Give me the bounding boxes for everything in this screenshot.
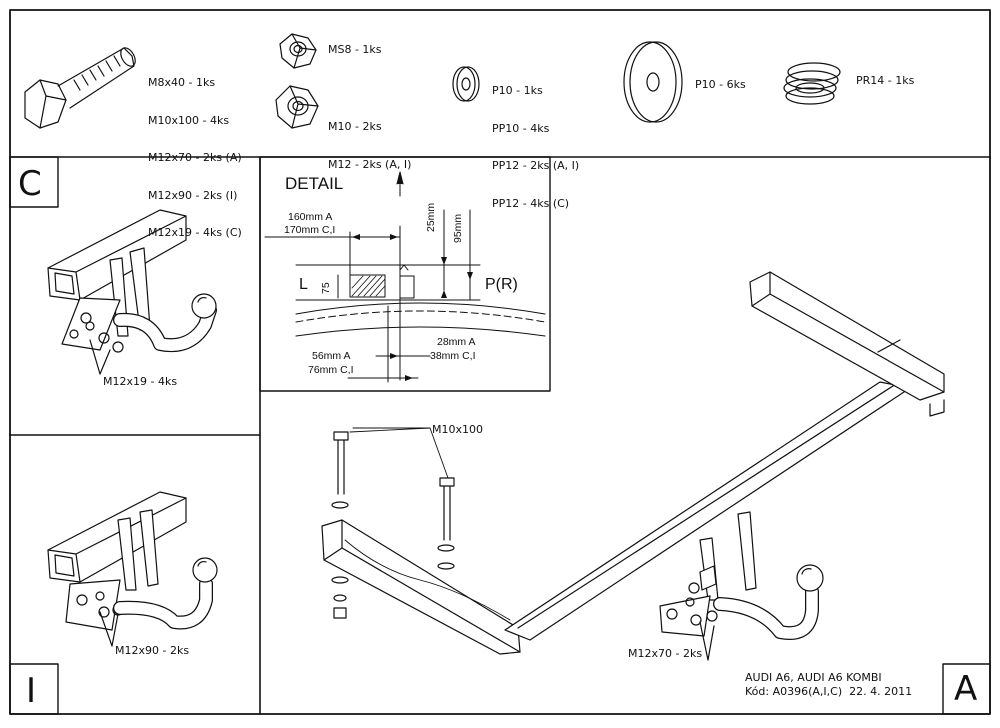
washer-spec-4: PP12 - 4ks (C): [492, 196, 570, 210]
large-washer-icon: [623, 41, 683, 123]
detail-dim-top-1: 160mm A: [288, 211, 333, 223]
detail-title: DETAIL: [285, 174, 344, 193]
washer-spec-2: PP10 - 4ks: [492, 121, 550, 135]
bolt-spec-4: M12x90 - 2ks (I): [148, 188, 238, 202]
model-label: AUDI A6, AUDI A6 KOMBI: [745, 671, 882, 684]
detail-dim-top-2: 170mm C,I: [284, 224, 336, 236]
panel-i-letter: I: [26, 671, 37, 711]
detail-dim-v2: 95mm: [452, 213, 464, 243]
washer-spec-3: PP12 - 2ks (A, I): [492, 159, 580, 172]
hitch-a-drawing: [321, 271, 945, 661]
bolt-spec-1: M8x40 - 1ks: [148, 76, 216, 89]
hitch-c-drawing: [47, 209, 217, 375]
nut-ms8-icon: [279, 33, 317, 69]
panel-c-bolt-label: M12x19 - 4ks: [103, 375, 178, 388]
washer-spec-1: P10 - 1ks: [492, 84, 543, 97]
detail-right-label: P(R): [485, 276, 518, 293]
nut-spec-2: M12 - 2ks (A, I): [328, 157, 412, 171]
bolt-spec-5: M12x19 - 4ks (C): [148, 226, 242, 239]
panel-a-bolt-top-label: M10x100: [432, 423, 483, 436]
frame: [9, 9, 991, 715]
panel-c-letter: C: [18, 164, 42, 204]
hex-bolt-icon: [24, 47, 136, 129]
spring-label: PR14 - 1ks: [856, 74, 915, 87]
detail-dim-75: 75: [320, 282, 332, 294]
bolt-spec-3: M12x70 - 2ks (A): [148, 151, 242, 164]
small-washer-list: P10 - 1ks PP10 - 4ks PP12 - 2ks (A, I) P…: [492, 60, 579, 223]
nut-m10-list: M10 - 2ks M12 - 2ks (A, I): [328, 96, 411, 184]
detail-dim-bot-r1: 28mm A: [437, 336, 476, 348]
spring-washer-icon: [783, 62, 841, 105]
detail-left-label: L: [299, 276, 308, 293]
detail-dim-bot-l2: 76mm C,I: [308, 364, 354, 376]
nut-ms8-label: MS8 - 1ks: [328, 43, 382, 56]
large-washer-label: P10 - 6ks: [695, 78, 746, 91]
code-label: Kód: A0396(A,I,C) 22. 4. 2011: [745, 685, 913, 698]
nut-spec-1: M10 - 2ks: [328, 120, 382, 133]
bolt-spec-2: M10x100 - 4ks: [148, 113, 230, 127]
detail-dim-bot-l1: 56mm A: [312, 350, 351, 362]
panel-a-bolt-label: M12x70 - 2ks: [628, 647, 703, 660]
panel-i-bolt-label: M12x90 - 2ks: [115, 644, 190, 657]
hitch-i-drawing: [47, 491, 218, 647]
detail-diagram: [264, 171, 546, 383]
small-washer-icon: [452, 66, 480, 102]
detail-dim-bot-r2: 38mm C,I: [430, 350, 476, 362]
detail-dim-v1: 25mm: [425, 202, 437, 232]
nut-m10-icon: [275, 85, 319, 129]
bolt-list: M8x40 - 1ks M10x100 - 4ks M12x70 - 2ks (…: [148, 52, 242, 252]
panel-a-letter: A: [954, 669, 978, 709]
